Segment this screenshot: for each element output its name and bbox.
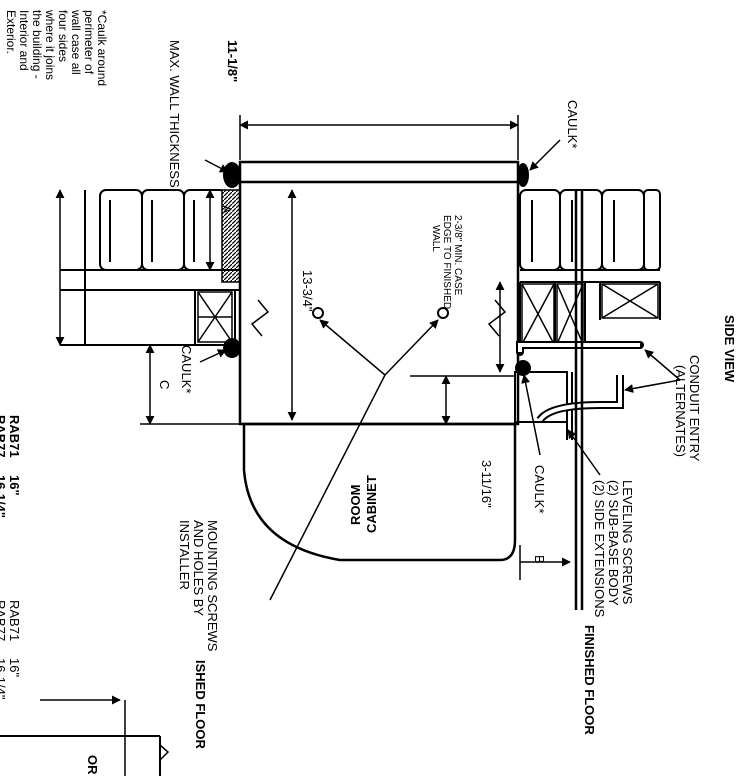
left-model-b-size: 16-1/4" (0, 658, 8, 700)
min-case-label: 2-3/8" MIN. CASE EDGE TO FINISHED WALL (430, 215, 463, 312)
caulk-bottom-label: CAULK* (532, 465, 547, 513)
dim-a-label: A (219, 205, 234, 214)
caulk-note: *Caulk around perimeter of wall case all… (4, 9, 109, 89)
model-b-label: RAB77 (0, 415, 8, 458)
side-view-label: SIDE VIEW (722, 315, 737, 383)
left-model-b-label: RAB77 (0, 600, 8, 641)
caulk-left-label: CAULK* (179, 345, 194, 393)
dim-b-label: B (532, 555, 547, 564)
left-model-a-size: 16" (7, 658, 22, 677)
caulk-beads (223, 162, 531, 376)
left-floor-label: ISHED FLOOR (193, 660, 208, 749)
room-cabinet-label: ROOM CABINET (348, 475, 379, 533)
room-cabinet (242, 422, 517, 562)
wall-case (238, 160, 520, 426)
mounting-hole (312, 307, 324, 319)
mounting-hole (437, 307, 449, 319)
dim-wall-label: 11-1/8" (225, 40, 240, 82)
sub-base (514, 340, 644, 440)
dim-c-label: C (157, 380, 172, 389)
finished-floor-label: FINISHED FLOOR (582, 625, 597, 735)
left-or-label: OR (85, 755, 100, 775)
caulk-top-right-label: CAULK* (565, 100, 580, 148)
finished-floor-lines (574, 190, 584, 610)
wall-lines (60, 190, 661, 346)
left-partial-view (0, 695, 170, 776)
model-a-label: RAB71 (7, 415, 22, 458)
framing-x (197, 283, 659, 345)
leveling-label: LEVELING SCREWS (2) SUB-BASE BODY (2) SI… (592, 480, 635, 618)
left-model-a-label: RAB71 (7, 600, 22, 641)
dim-13-label: 13-3/4" (300, 270, 315, 312)
model-a-size: 16" (7, 475, 22, 496)
max-wall-label: MAX. WALL THICKNESS (167, 40, 182, 188)
dim-3-label: 3-11/16" (479, 460, 494, 508)
model-b-size: 16-1/4" (0, 475, 8, 518)
dimension-lines (55, 115, 681, 601)
conduit-label: CONDUIT ENTRY (ALTERNATES) (673, 355, 702, 465)
sealant-hatch (221, 189, 241, 283)
mounting-label: MOUNTING SCREWS AND HOLES BY INSTALLER (177, 520, 220, 655)
